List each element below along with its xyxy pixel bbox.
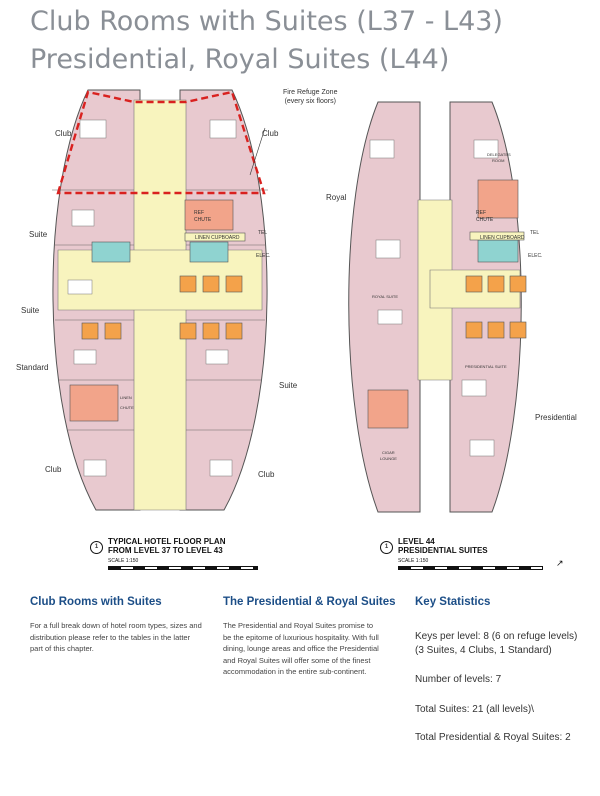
label-presidential: Presidential bbox=[535, 413, 577, 422]
left-plan-service-cores bbox=[81, 275, 243, 340]
heading-presidential: The Presidential & Royal Suites bbox=[223, 596, 396, 608]
heading-club-rooms: Club Rooms with Suites bbox=[30, 596, 162, 608]
caption-left-line2: FROM LEVEL 37 TO LEVEL 43 bbox=[108, 546, 223, 555]
room-royal-suite: ROYAL SUITE bbox=[372, 294, 399, 299]
room-cigar: CIGAR bbox=[382, 450, 395, 455]
label-club-top-left: Club bbox=[55, 129, 72, 138]
fire-refuge-line1: Fire Refuge Zone bbox=[283, 89, 338, 96]
right-plan-stair-top bbox=[477, 179, 519, 219]
label-royal: Royal bbox=[326, 193, 347, 202]
caption-left: TYPICAL HOTEL FLOOR PLAN FROM LEVEL 37 T… bbox=[108, 537, 225, 555]
room-linen-2: LINEN bbox=[120, 395, 132, 400]
stat-total-presidential: Total Presidential & Royal Suites: 2 bbox=[415, 732, 571, 743]
column-presidential: The Presidential & Royal Suites The Pres… bbox=[223, 596, 396, 678]
room-linen-right: LINEN CUPBOARD bbox=[480, 235, 525, 241]
stat-levels: Number of levels: 7 bbox=[415, 674, 502, 685]
caption-left-line1: TYPICAL HOTEL FLOOR PLAN bbox=[108, 537, 226, 546]
text-club-rooms: For a full break down of hotel room type… bbox=[30, 621, 202, 653]
room-room: ROOM bbox=[492, 158, 505, 163]
label-club-top-right: Club bbox=[262, 129, 279, 138]
label-suite-2: Suite bbox=[21, 306, 40, 315]
stat-keys-line1: Keys per level: 8 (6 on refuge levels) bbox=[415, 631, 578, 642]
room-elec-right: ELEC. bbox=[528, 253, 543, 259]
label-suite-1: Suite bbox=[29, 230, 48, 239]
caption-right-line2: PRESIDENTIAL SUITES bbox=[398, 546, 488, 555]
right-plan-service-cores bbox=[465, 275, 527, 339]
scale-left: SCALE 1:150 bbox=[108, 558, 139, 564]
left-plan-stair-bottom bbox=[69, 384, 119, 422]
stat-keys-line2: (3 Suites, 4 Clubs, 1 Standard) bbox=[415, 645, 552, 656]
left-plan-stair-top bbox=[184, 199, 234, 231]
room-tel-right: TEL bbox=[530, 230, 540, 236]
right-plan-stair-bottom bbox=[367, 389, 409, 429]
column-club-rooms: Club Rooms with Suites For a full break … bbox=[30, 596, 205, 655]
page-title-line2: Presidential, Royal Suites (L44) bbox=[30, 44, 450, 75]
heading-key-statistics: Key Statistics bbox=[415, 596, 491, 608]
page-title-line1: Club Rooms with Suites (L37 - L43) bbox=[30, 6, 503, 37]
text-presidential: The Presidential and Royal Suites promis… bbox=[223, 621, 379, 676]
fire-refuge-zone-label: Fire Refuge Zone (every six floors) bbox=[283, 88, 337, 106]
room-elec: ELEC. bbox=[256, 253, 271, 259]
right-floor-plan bbox=[348, 101, 527, 513]
room-chute-right: CHUTE bbox=[476, 217, 494, 223]
scalebar-right bbox=[398, 566, 543, 570]
room-presidential-suite: PRESIDENTIAL SUITE bbox=[465, 364, 507, 369]
room-ref-right: REF bbox=[476, 210, 486, 216]
left-floor-plan bbox=[52, 89, 268, 511]
plan-number-left: 1 bbox=[90, 541, 103, 554]
label-club-bottom-right: Club bbox=[258, 470, 275, 479]
room-linen-cupboard: LINEN CUPBOARD bbox=[195, 235, 240, 241]
room-ref: REF bbox=[194, 210, 204, 216]
fire-refuge-line2: (every six floors) bbox=[284, 98, 336, 105]
floor-plan-drawings bbox=[52, 89, 527, 513]
room-chute-2: CHUTE bbox=[120, 405, 134, 410]
plan-number-right: 1 bbox=[380, 541, 393, 554]
scale-right: SCALE 1:150 bbox=[398, 558, 429, 564]
label-suite-right: Suite bbox=[279, 381, 298, 390]
room-tel: TEL bbox=[258, 230, 268, 236]
caption-right: LEVEL 44 PRESIDENTIAL SUITES bbox=[398, 537, 488, 555]
room-delegates: DELEGATES bbox=[487, 152, 511, 157]
floor-plans: Club Club Fire Refuge Zone (every six fl… bbox=[0, 80, 600, 580]
scalebar-left bbox=[108, 566, 258, 570]
label-standard: Standard bbox=[16, 363, 49, 372]
room-lounge: LOUNGE bbox=[380, 456, 397, 461]
stat-total-suites: Total Suites: 21 (all levels)\ bbox=[415, 704, 534, 715]
room-chute: CHUTE bbox=[194, 217, 212, 223]
caption-right-line1: LEVEL 44 bbox=[398, 537, 435, 546]
column-key-statistics: Key Statistics bbox=[415, 596, 595, 620]
label-club-bottom-left: Club bbox=[45, 465, 62, 474]
fire-refuge-zone-outline bbox=[56, 90, 266, 195]
north-arrow-icon: ↗ bbox=[556, 558, 564, 568]
